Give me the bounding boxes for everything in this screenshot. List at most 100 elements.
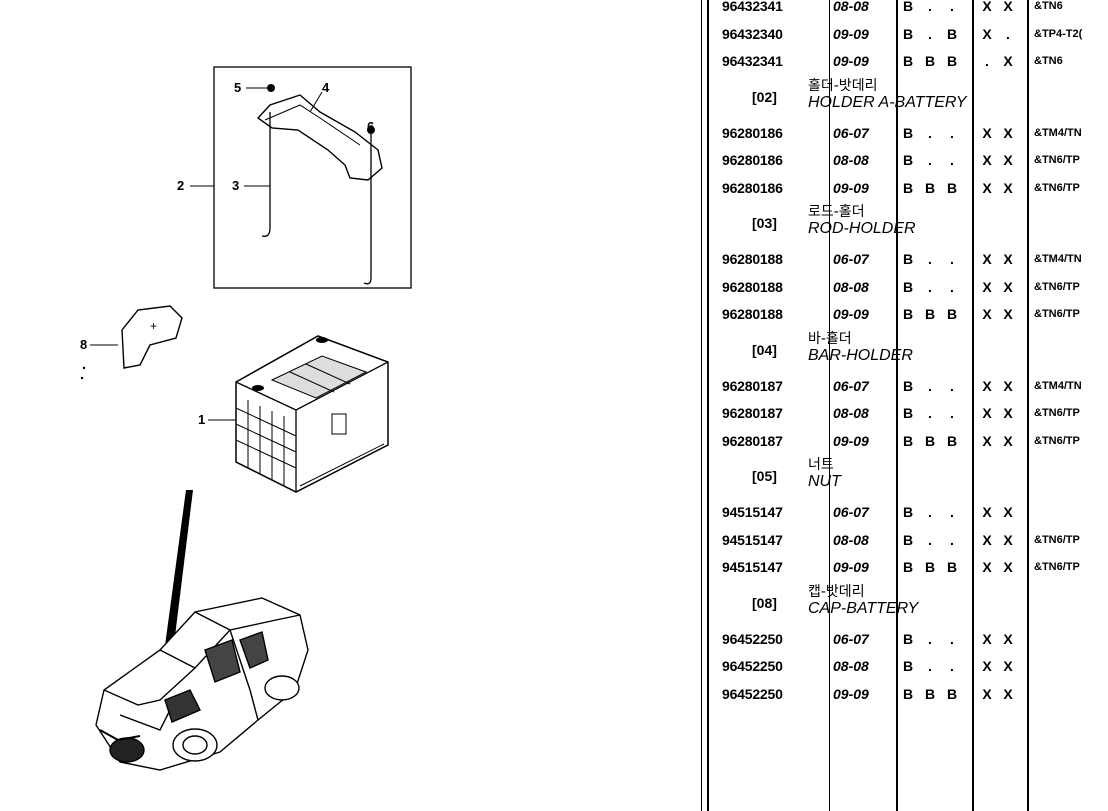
code-2: B [924, 179, 936, 196]
code-4: X [982, 124, 992, 141]
code-5: X [1003, 685, 1013, 702]
code-4: X [982, 630, 992, 647]
part-number: 96432340 [722, 25, 783, 42]
code-1: B [902, 559, 914, 575]
code-1: B [902, 152, 914, 168]
code-2: . [928, 0, 932, 14]
code-3: . [950, 630, 954, 647]
code-2: . [928, 377, 932, 394]
code-1: B [902, 685, 914, 702]
code-3: . [950, 0, 954, 14]
option-note: &TN6/TP [1034, 308, 1080, 320]
code-5: X [1003, 658, 1013, 674]
car-drawing [95, 597, 309, 771]
option-note: &TN6/TP [1034, 154, 1080, 166]
year-range: 08-08 [833, 0, 869, 14]
part-number: 96280186 [722, 152, 783, 168]
year-range: 09-09 [833, 53, 869, 69]
code-3: B [946, 559, 958, 575]
code-5: X [1003, 278, 1013, 295]
group-name-korean: 너트 [808, 457, 834, 473]
group-name-english: HOLDER A-BATTERY [808, 93, 967, 111]
year-range: 06-07 [833, 124, 869, 141]
part-number: 94515147 [722, 504, 783, 520]
code-2: . [928, 630, 932, 647]
option-note: &TN6/TP [1034, 407, 1080, 419]
callout-6: 6 [367, 119, 375, 134]
battery-cap-drawing [121, 305, 183, 369]
group-index: [02] [752, 88, 777, 105]
code-4: . [985, 53, 989, 69]
code-2: . [928, 531, 932, 548]
part-number: 96280188 [722, 306, 783, 322]
group-name-english: BAR-HOLDER [808, 346, 913, 364]
holder-bar-drawing [256, 94, 383, 181]
group-name-english: ROD-HOLDER [808, 220, 916, 237]
code-5: X [1003, 0, 1013, 14]
year-range: 09-09 [833, 685, 869, 702]
option-note: &TP4-T2( [1034, 27, 1083, 40]
code-3: . [950, 531, 954, 548]
code-4: X [982, 685, 992, 702]
code-3: B [946, 685, 958, 702]
code-1: B [902, 432, 914, 449]
code-5: X [1003, 559, 1013, 575]
group-index: [05] [752, 468, 777, 484]
code-4: X [982, 531, 992, 548]
code-5: X [1003, 152, 1013, 168]
part-number: 96432341 [722, 0, 783, 14]
code-2: . [928, 504, 932, 520]
year-range: 08-08 [833, 152, 869, 168]
code-2: B [924, 53, 936, 69]
option-note: &TN6 [1034, 55, 1063, 67]
code-3: . [950, 504, 954, 520]
code-5: X [1003, 405, 1013, 421]
part-number: 96452250 [722, 630, 783, 647]
svg-text:+: + [150, 319, 157, 333]
code-1: B [902, 53, 914, 69]
code-3: B [946, 53, 958, 69]
code-3: . [950, 405, 954, 421]
option-note: &TM4/TN [1034, 379, 1082, 392]
group-name-korean: 캡-밧데리 [808, 583, 865, 600]
group-name-korean: 바-홀더 [808, 330, 852, 347]
part-number: 96452250 [722, 685, 783, 702]
code-1: B [902, 179, 914, 196]
code-4: X [982, 504, 992, 520]
code-3: . [950, 124, 954, 141]
part-number: 96452250 [722, 658, 783, 674]
year-range: 08-08 [833, 405, 869, 421]
code-3: B [946, 25, 958, 42]
option-note: &TN6/TP [1034, 280, 1080, 293]
code-5: X [1003, 432, 1013, 449]
nut-right [367, 126, 375, 134]
code-5: X [1003, 53, 1013, 69]
code-1: B [902, 124, 914, 141]
code-1: B [902, 658, 914, 674]
code-3: B [946, 179, 958, 196]
code-5: X [1003, 531, 1013, 548]
option-note: &TM4/TN [1034, 126, 1082, 139]
code-3: . [950, 251, 954, 267]
code-4: X [982, 432, 992, 449]
code-2: . [928, 152, 932, 168]
year-range: 06-07 [833, 251, 869, 267]
part-number: 96280187 [722, 377, 783, 394]
code-3: . [950, 152, 954, 168]
callout-5: 5 [234, 80, 242, 95]
code-1: B [902, 630, 914, 647]
code-3: B [946, 306, 958, 322]
